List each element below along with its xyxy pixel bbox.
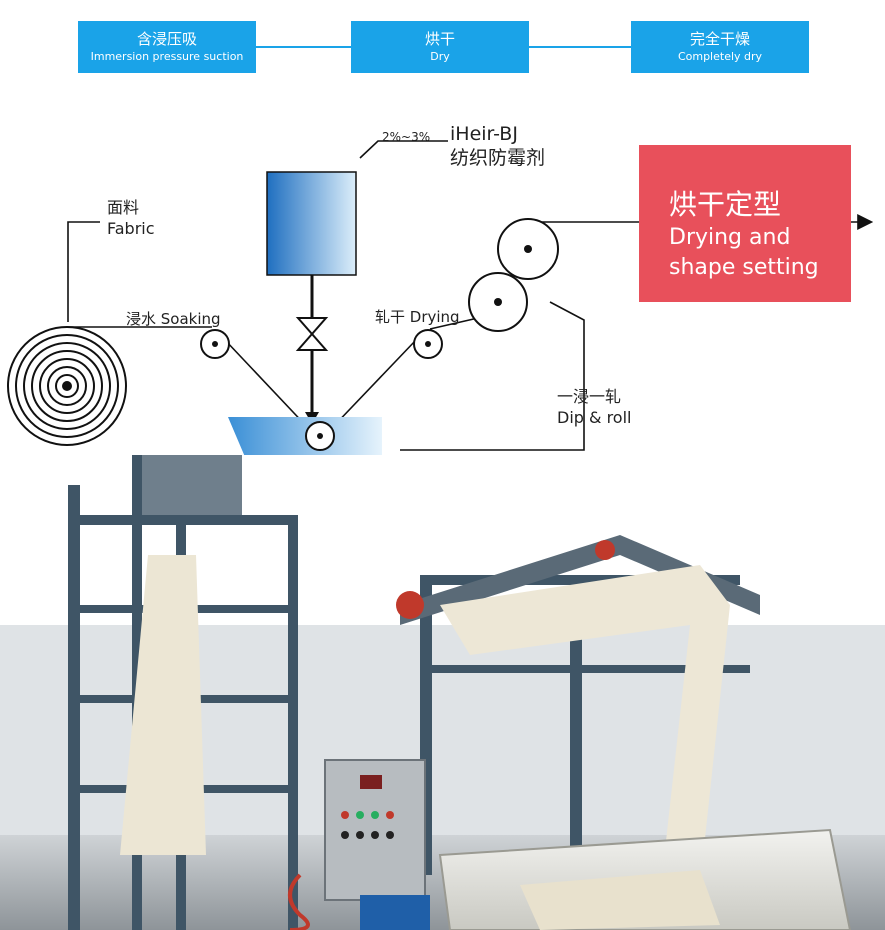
banner-en-line1: Drying and (669, 225, 791, 250)
banner-en-line2: shape setting (669, 255, 819, 280)
press-roller (468, 272, 528, 332)
banner-zh: 烘干定型 (669, 188, 782, 221)
folded-fabric (520, 870, 720, 930)
product-name-label: iHeir-BJ (450, 123, 518, 145)
fabric-zh-label: 面料 (107, 198, 139, 217)
step-completely-dry-zh: 完全干燥 (689, 30, 750, 48)
immersion-bath (228, 417, 382, 464)
guide-roller (200, 329, 230, 359)
fabric-strip (120, 555, 206, 855)
conveyor-arm (400, 535, 760, 625)
panel-buttons (341, 811, 394, 839)
fabric-en-label: Fabric (107, 219, 155, 238)
drying-shape-banner: 烘干定型 Drying and shape setting (639, 145, 851, 302)
red-hose (288, 873, 310, 930)
step-immersion: 含浸压吸 Immersion pressure suction (78, 21, 256, 73)
fabric-roll (7, 326, 127, 446)
dip-zh-label: 一浸一轧 (557, 387, 621, 406)
step-connector (529, 46, 631, 48)
dip-en-label: Dip & roll (557, 408, 631, 427)
top-drive-unit (142, 455, 242, 515)
agent-tank (266, 171, 357, 276)
press-roller (497, 218, 559, 280)
pulley (396, 591, 424, 619)
step-dry-zh: 烘干 (424, 30, 455, 48)
blue-base (360, 895, 430, 930)
step-immersion-en: Immersion pressure suction (90, 50, 244, 63)
process-diagram: 2%~3% iHeir-BJ 纺织防霉剂 面料 Fabric 浸水 Soakin… (7, 123, 874, 464)
machine-photo (0, 455, 885, 930)
concentration-label: 2%~3% (382, 130, 430, 144)
panel-display (360, 775, 382, 789)
step-completely-dry-en: Completely dry (677, 50, 763, 63)
step-immersion-zh: 含浸压吸 (136, 30, 197, 48)
pulley (595, 540, 615, 560)
soaking-label: 浸水 Soaking (126, 310, 221, 328)
product-zh-label: 纺织防霉剂 (450, 147, 545, 169)
step-dry: 烘干 Dry (351, 21, 529, 73)
guide-roller (305, 421, 335, 451)
guide-roller (413, 329, 443, 359)
step-completely-dry: 完全干燥 Completely dry (631, 21, 809, 73)
process-steps: 含浸压吸 Immersion pressure suction 烘干 Dry 完… (0, 0, 885, 90)
machine-illustration (0, 455, 885, 930)
drying-label: 轧干 Drying (375, 308, 460, 326)
leader-lines (67, 140, 585, 451)
step-connector (256, 46, 351, 48)
step-dry-en: Dry (430, 50, 450, 63)
right-machine-frame (420, 575, 750, 875)
valve-icon (295, 317, 329, 351)
fabric-flow (440, 565, 730, 895)
